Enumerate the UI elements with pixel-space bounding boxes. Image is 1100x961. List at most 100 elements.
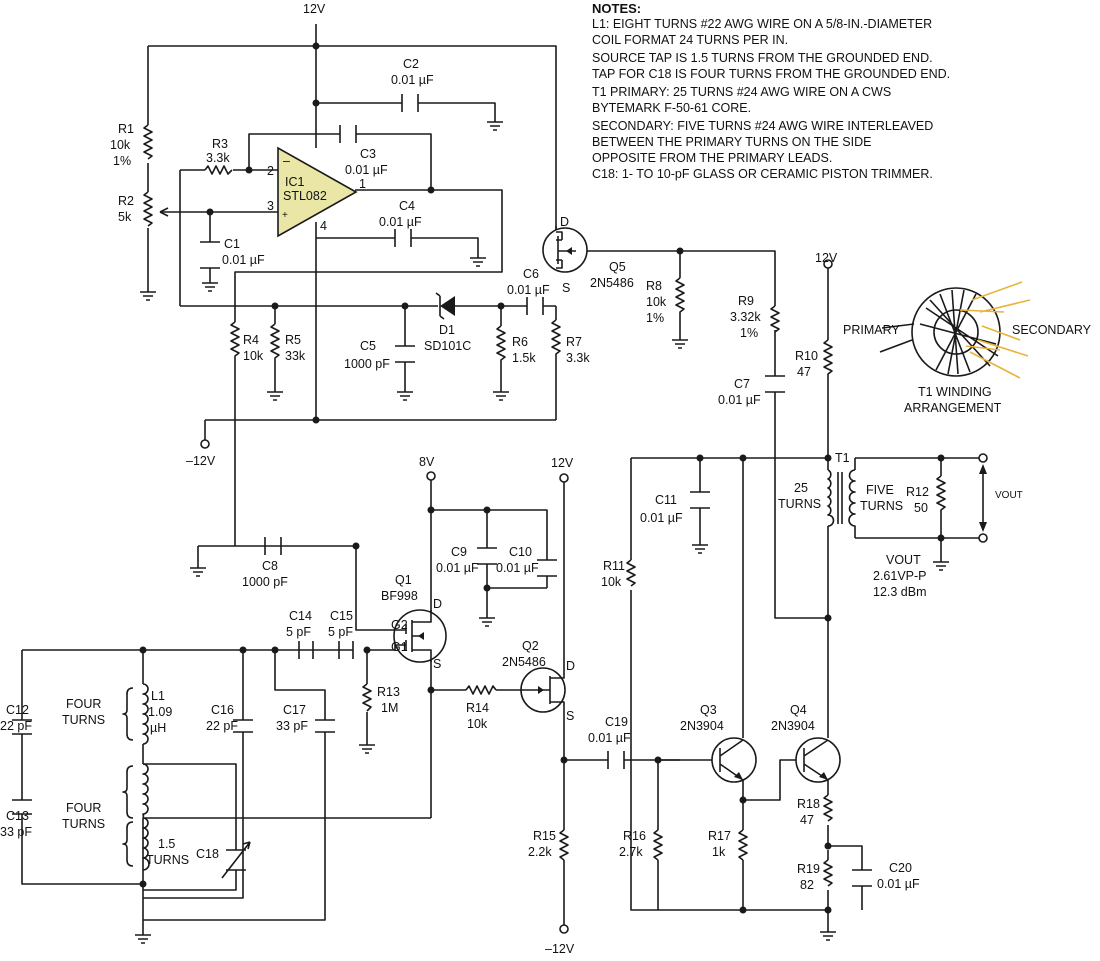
c3-ref: C3 [360,147,376,161]
l1-ref: L1 [151,689,165,703]
r15-ref: R15 [533,829,556,843]
c4-value: 0.01 µF [379,215,422,229]
r6-value: 1.5k [512,351,536,365]
c17-value: 33 pF [276,719,308,733]
notes-line-8: BETWEEN THE PRIMARY TURNS ON THE SIDE [592,135,871,149]
c10-value: 0.01 µF [496,561,539,575]
c6-value: 0.01 µF [507,283,550,297]
q3-bjt-symbol [711,737,757,783]
q1-pin-s: S [433,657,441,671]
r18-symbol [823,794,833,822]
r9-ref: R9 [738,294,754,308]
d1-ref: D1 [439,323,455,337]
r13-ref: R13 [377,685,400,699]
r1-tolerance: 1% [113,154,131,168]
c16-value: 22 pF [206,719,238,733]
c12-symbol [12,719,32,735]
q3-ref: Q3 [700,703,717,717]
ic1-minus: – [283,154,290,168]
r8-value: 10k [646,295,667,309]
c2-symbol [401,94,419,112]
four-turns-a-line2: TURNS [62,713,105,727]
rail-neg12v-left: –12V [186,454,216,468]
q2-part: 2N5486 [502,655,546,669]
c2-ref: C2 [403,57,419,71]
c14-value: 5 pF [286,625,311,639]
r15-symbol [559,829,569,861]
notes-line-4: TAP FOR C18 IS FOUR TURNS FROM THE GROUN… [592,67,950,81]
ic1-plus: + [282,210,288,221]
r7-ref: R7 [566,335,582,349]
r18-ref: R18 [797,797,820,811]
ic1-opamp-symbol [277,146,358,238]
t1-primary-turns-line1: 25 [794,481,808,495]
c18-ref: C18 [196,847,219,861]
d1-part: SD101C [424,339,471,353]
l1-unit: µH [150,721,166,735]
vout-arrow-label: VOUT [995,490,1023,501]
winding-caption-line1: T1 WINDING [918,385,992,399]
r17-value: 1k [712,845,726,859]
q5-ref: Q5 [609,260,626,274]
q2-pin-s: S [566,709,574,723]
t1-secondary-turns-line1: FIVE [866,483,894,497]
r13-value: 1M [381,701,398,715]
r19-ref: R19 [797,862,820,876]
r17-symbol [738,829,748,861]
r5-value: 33k [285,349,306,363]
q1-pin-g2: G2 [391,618,408,632]
c7-symbol [765,375,785,393]
wiring [21,24,983,935]
notes-block: NOTES: L1: EIGHT TURNS #22 AWG WIRE ON A… [592,1,950,181]
notes-line-6: BYTEMARK F-50-61 CORE. [592,101,751,115]
q2-ref: Q2 [522,639,539,653]
ic1-pin3: 3 [267,199,274,213]
c5-value: 1000 pF [344,357,390,371]
r6-ref: R6 [512,335,528,349]
c12-ref: C12 [6,703,29,717]
q4-part: 2N3904 [771,719,815,733]
r14-symbol [465,685,497,695]
d1-diode-symbol [435,292,455,320]
r3-value: 3.3k [206,151,230,165]
r7-symbol [551,319,561,362]
r11-value: 10k [601,575,622,589]
r14-ref: R14 [466,701,489,715]
q5-pin-d: D [560,215,569,229]
notes-line-3: SOURCE TAP IS 1.5 TURNS FROM THE GROUNDE… [592,51,933,65]
ic1-pin2: 2 [267,164,274,178]
c20-ref-value: 0.01 µF [588,731,631,745]
winding-caption-line2: ARRANGEMENT [904,401,1002,415]
c2-value: 0.01 µF [391,73,434,87]
t1-ref: T1 [835,451,850,465]
r14-value: 10k [467,717,488,731]
r8-ref: R8 [646,279,662,293]
c7-ref: C7 [734,377,750,391]
c5-ref: C5 [360,339,376,353]
c8-value: 1000 pF [242,575,288,589]
supply-terminals [200,259,988,934]
c9-ref: C9 [451,545,467,559]
c12-value: 22 pF [0,719,32,733]
r6-symbol [496,325,506,368]
r2-symbol [143,191,153,227]
notes-line-9: OPPOSITE FROM THE PRIMARY LEADS. [592,151,832,165]
c10-symbol [537,559,557,577]
c3-symbol [339,125,357,143]
c9-value: 0.01 µF [436,561,479,575]
four-turns-b-line2: TURNS [62,817,105,831]
c17-symbol [315,719,335,733]
r16-ref: R16 [623,829,646,843]
resistor-symbols [143,124,946,887]
t1-secondary-turns-line2: TURNS [860,499,903,513]
c20-symbol [852,869,872,887]
ic1-part: STL082 [283,189,327,203]
capacitor-symbols [12,94,872,887]
q5-part: 2N5486 [590,276,634,290]
r1-ref: R1 [118,122,134,136]
c20-ref: C20 [889,861,912,875]
r3-symbol [204,165,233,175]
c1-value: 0.01 µF [222,253,265,267]
c13-symbol [12,799,32,815]
